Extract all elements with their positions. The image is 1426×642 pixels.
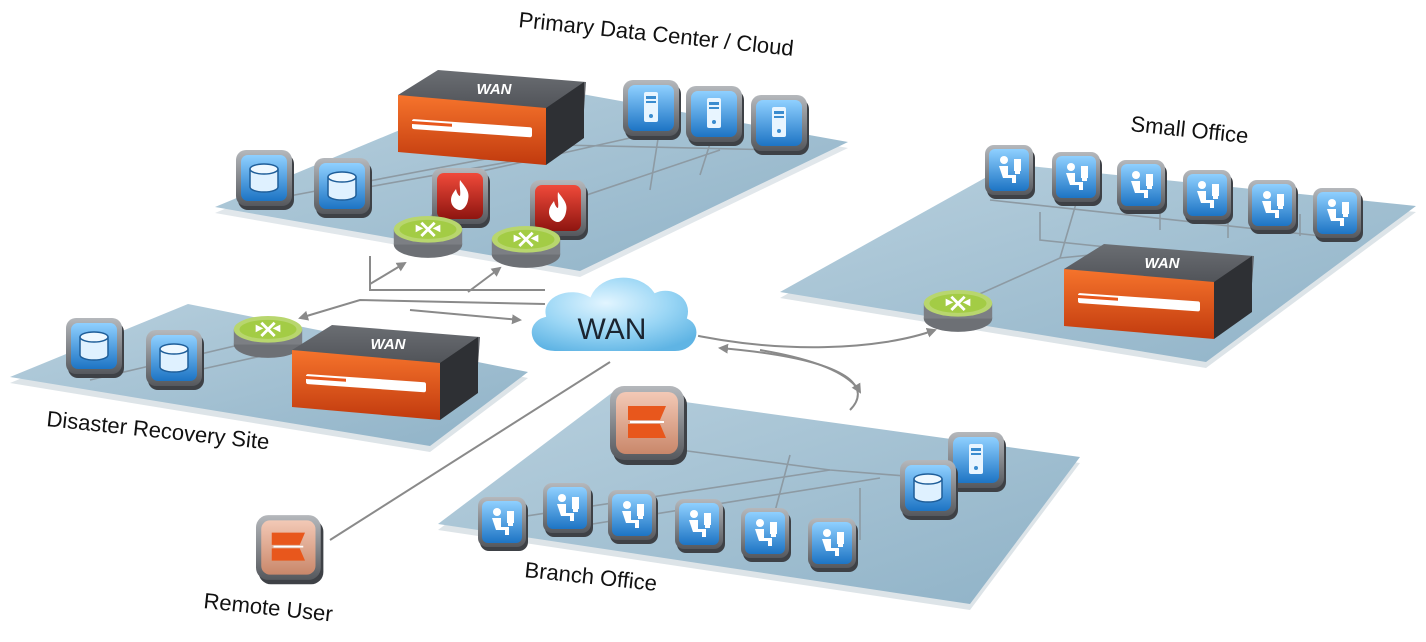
workstation-icon[interactable] — [808, 518, 858, 572]
workstation-icon[interactable] — [543, 483, 593, 537]
workstation-icon[interactable] — [1117, 160, 1167, 214]
workstation-icon[interactable] — [608, 490, 658, 544]
workstation-icon[interactable] — [1248, 180, 1298, 234]
workstation-icon[interactable] — [985, 145, 1035, 199]
router-icon[interactable] — [392, 214, 464, 260]
router-icon[interactable] — [490, 224, 562, 270]
wan-links — [298, 256, 937, 541]
workstation-icon[interactable] — [1052, 152, 1102, 206]
storage-icon[interactable] — [146, 330, 205, 391]
site-label-primary: Primary Data Center / Cloud — [517, 7, 794, 61]
storage-icon[interactable] — [66, 318, 125, 379]
wan-client-icon[interactable] — [256, 515, 325, 586]
workstation-icon[interactable] — [478, 497, 528, 551]
site-label-small-office: Small Office — [1129, 111, 1249, 148]
wan-appliance-dr[interactable]: WAN — [292, 325, 480, 420]
wan-cloud: WAN — [529, 275, 699, 353]
wan-appliance-label: WAN — [1145, 255, 1181, 272]
storage-icon[interactable] — [900, 460, 959, 521]
site-label-remote-user: Remote User — [202, 588, 333, 626]
workstation-icon[interactable] — [741, 508, 791, 562]
wan-appliance-small-office[interactable]: WAN — [1064, 244, 1254, 339]
site-label-branch-office: Branch Office — [523, 557, 658, 596]
wan-appliance-label: WAN — [477, 81, 513, 98]
workstation-icon[interactable] — [675, 499, 725, 553]
storage-icon[interactable] — [314, 158, 373, 219]
wan-appliance-label: WAN — [371, 336, 407, 353]
router-icon[interactable] — [922, 288, 994, 334]
workstation-icon[interactable] — [1313, 188, 1363, 242]
server-icon[interactable] — [751, 95, 809, 155]
storage-icon[interactable] — [236, 150, 295, 211]
workstation-icon[interactable] — [1183, 170, 1233, 224]
server-icon[interactable] — [623, 80, 681, 140]
wan-cloud-label: WAN — [578, 313, 647, 346]
wan-client-icon[interactable] — [610, 386, 688, 466]
router-icon[interactable] — [232, 314, 304, 360]
server-icon[interactable] — [686, 86, 744, 146]
wan-appliance-primary[interactable]: WAN — [398, 70, 586, 165]
